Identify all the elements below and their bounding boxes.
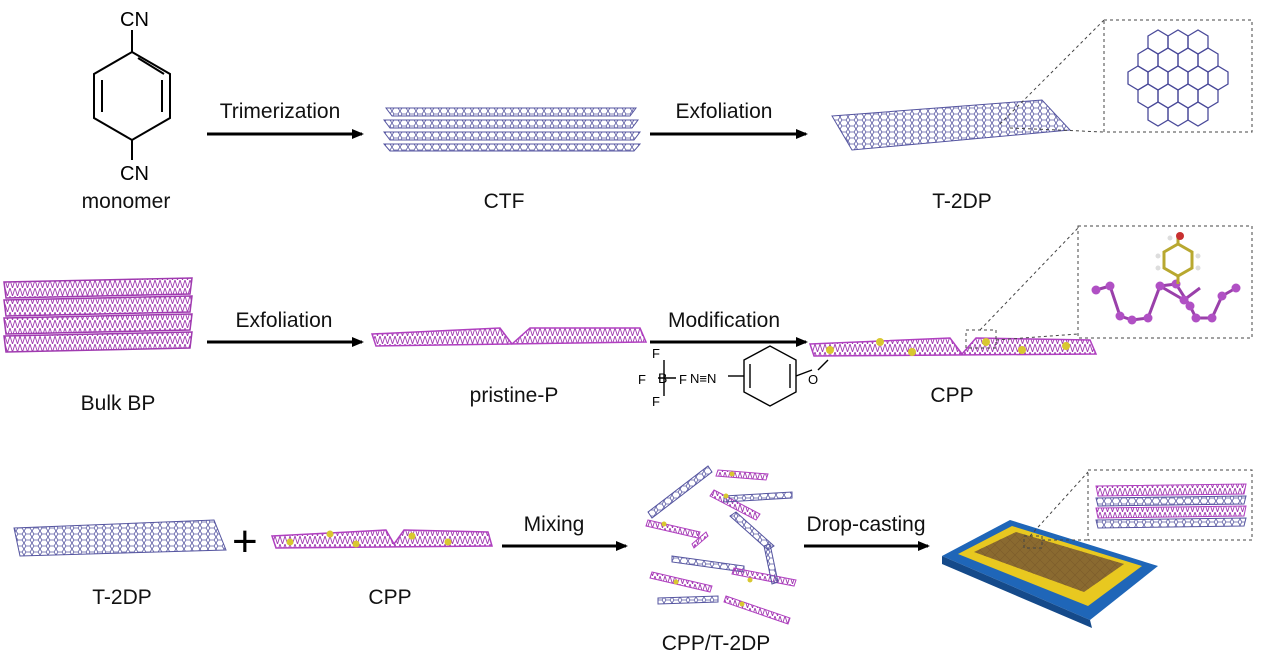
label-t2dp: T-2DP [932,190,992,213]
cpp-zoom-inset [1091,232,1241,325]
device-zoom-inset [1095,483,1247,529]
t2dp-zoom-inset [1127,29,1229,127]
label-monomer: monomer [81,190,171,213]
pristine-p-sheet [370,327,648,347]
t2dp-sheet [831,99,1072,151]
ctf-stack [382,107,642,152]
plus-sign: + [232,517,258,566]
t2dp-zoom-lines [999,19,1253,133]
reagent-b: B [658,370,667,386]
label-cpp-row3: CPP [368,586,412,609]
reagent-n2: N≡N [690,371,716,386]
step-modification: Modification [667,309,781,332]
bulk-bp-stack [3,277,193,353]
label-cpp-t2dp: CPP/T-2DP [661,632,771,655]
monomer-cn-top: CN [120,9,149,31]
cpp-sheet-row3 [270,529,493,549]
t2dp-sheet-row3 [13,519,227,557]
reagent-f-left: F [638,372,646,387]
sensor-device [942,520,1158,628]
diazonium-reagent-structure [658,345,829,407]
reagent-f-top: F [652,346,660,361]
step-trimerization: Trimerization [219,100,341,123]
cpp-t2dp-mixture [645,465,797,625]
reagent-f-right: F [679,372,687,387]
label-cpp: CPP [930,384,974,407]
cpp-zoom-lines [965,225,1253,349]
monomer-cn-bottom: CN [120,163,149,185]
label-t2dp-row3: T-2DP [92,586,152,609]
step-exfoliation-1: Exfoliation [675,100,773,123]
step-drop-casting: Drop-casting [806,513,926,536]
label-bulk-bp: Bulk BP [80,392,156,415]
label-pristine-p: pristine-P [469,384,559,407]
reagent-f-bottom: F [652,394,660,409]
step-mixing: Mixing [523,513,585,536]
device-zoom-lines [1023,469,1253,549]
cpp-sheet-row2 [808,337,1098,357]
label-ctf: CTF [483,190,525,213]
reagent-o: O [808,372,818,387]
step-exfoliation-2: Exfoliation [235,309,333,332]
monomer-structure [93,30,171,160]
